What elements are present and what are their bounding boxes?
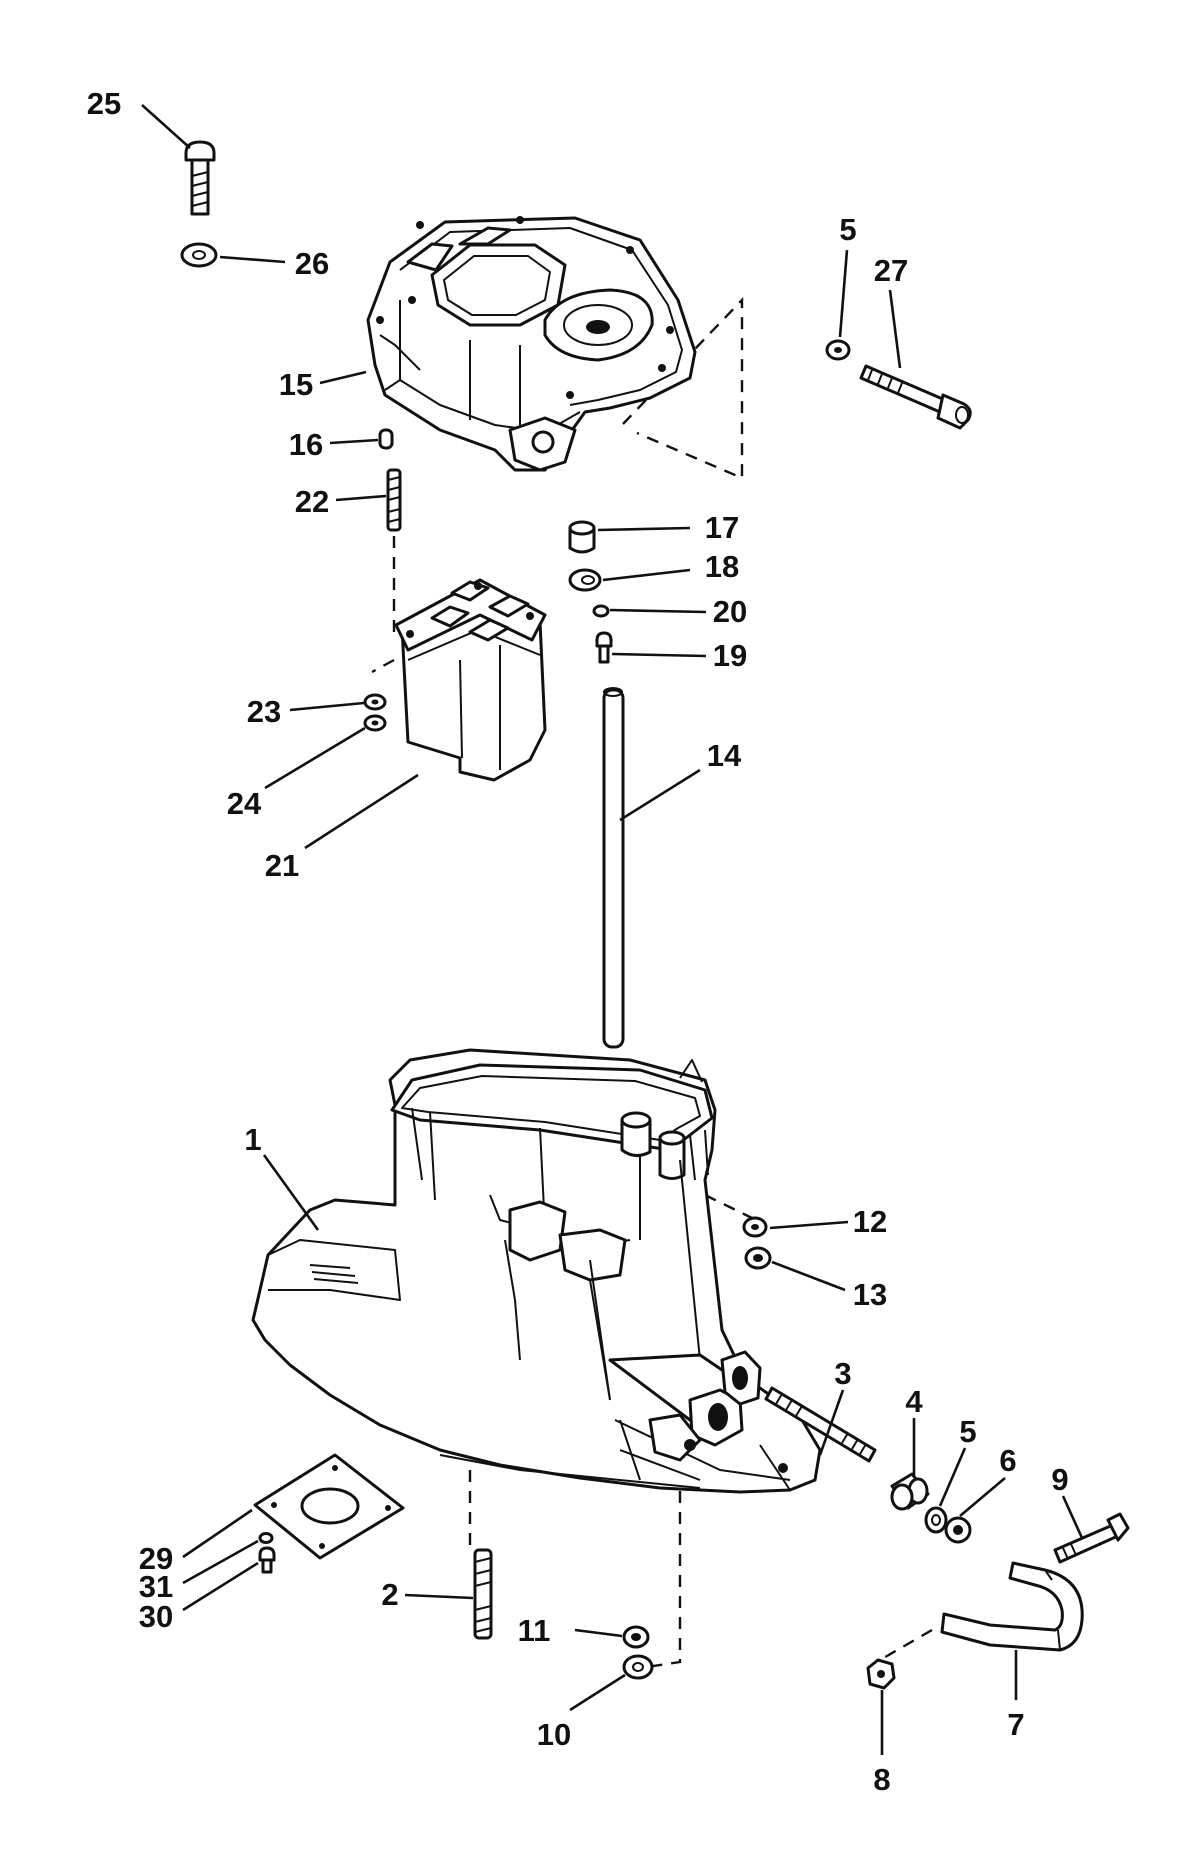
- callout-23: 23: [247, 694, 281, 729]
- callout-27: 27: [874, 253, 908, 288]
- part-8-nut: [866, 1658, 896, 1690]
- part-1-driveshaft-housing: [251, 1048, 822, 1494]
- callout-30: 30: [139, 1599, 173, 1634]
- callout-13: 13: [853, 1277, 887, 1312]
- callout-4: 4: [905, 1384, 923, 1419]
- part-12-washer: [742, 1216, 768, 1238]
- callout-5-lower: 5: [959, 1414, 976, 1449]
- part-16-dowel-pin: [378, 428, 394, 450]
- part-2-stud: [473, 1548, 493, 1640]
- part-4-bushing: [890, 1472, 930, 1511]
- part-13-nut: [744, 1246, 772, 1270]
- part-5-washer-lower: [924, 1506, 948, 1534]
- part-11-nut: [622, 1625, 650, 1649]
- callout-16: 16: [289, 427, 323, 462]
- callout-20: 20: [713, 594, 747, 629]
- callout-22: 22: [295, 484, 329, 519]
- callout-6: 6: [999, 1443, 1016, 1478]
- part-15-adapter-plate: [366, 216, 697, 472]
- callout-24: 24: [227, 786, 262, 821]
- callout-15: 15: [279, 367, 313, 402]
- part-17-bushing: [568, 520, 596, 554]
- callout-8: 8: [873, 1762, 890, 1797]
- part-22-stud: [386, 468, 402, 532]
- callout-9: 9: [1051, 1462, 1068, 1497]
- part-30-screw: [258, 1546, 276, 1574]
- part-9-bolt: [1053, 1512, 1130, 1564]
- callout-14: 14: [707, 738, 742, 773]
- callout-10: 10: [537, 1717, 571, 1752]
- callout-25: 25: [87, 86, 121, 121]
- part-20-washer: [592, 604, 610, 618]
- part-25-bolt: [184, 140, 216, 216]
- callout-12: 12: [853, 1204, 887, 1239]
- part-27-screw: [859, 364, 972, 430]
- part-18-seal: [568, 568, 602, 592]
- callout-2: 2: [381, 1577, 398, 1612]
- callout-19: 19: [713, 638, 747, 673]
- part-6-nut: [944, 1516, 972, 1544]
- part-23-washer: [363, 693, 387, 711]
- part-19-screw: [595, 631, 613, 664]
- part-3-stud: [764, 1386, 877, 1463]
- part-24-washer: [363, 714, 387, 732]
- callout-26: 26: [295, 246, 329, 281]
- part-10-washer: [622, 1654, 654, 1680]
- part-14-water-tube: [602, 687, 625, 1049]
- callout-21: 21: [265, 848, 299, 883]
- callout-1: 1: [244, 1122, 261, 1157]
- leader-lines: [141, 104, 1084, 1755]
- callout-31: 31: [139, 1569, 173, 1604]
- callout-11: 11: [518, 1613, 551, 1648]
- callout-labels: 25 26 15 16 22 5 27 17 18 20 19 14 23 24…: [87, 86, 1069, 1797]
- callout-18: 18: [705, 549, 739, 584]
- callout-7: 7: [1007, 1707, 1024, 1742]
- part-29-cover-plate: [253, 1453, 405, 1560]
- part-21-exhaust-tube: [394, 578, 547, 782]
- part-7-strap: [940, 1561, 1084, 1652]
- callout-5-upper: 5: [839, 212, 856, 247]
- part-26-washer: [180, 242, 218, 268]
- callout-29: 29: [139, 1541, 173, 1576]
- callout-3: 3: [834, 1356, 851, 1391]
- callout-17: 17: [705, 510, 739, 545]
- part-31-washer: [258, 1532, 274, 1544]
- part-5-washer-upper: [825, 339, 851, 361]
